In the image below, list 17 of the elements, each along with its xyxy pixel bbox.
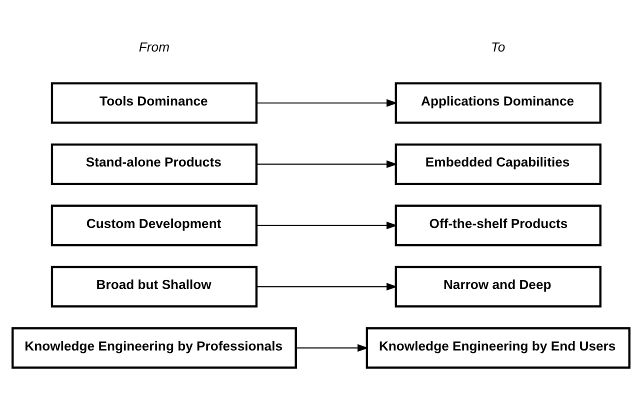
node-box: Narrow and Deep [394,265,602,307]
node-box: Custom Development [50,204,258,246]
arrow [256,221,398,229]
arrow [296,344,368,352]
arrow [256,160,398,168]
node-box: Off-the-shelf Products [394,204,602,246]
node-box: Embedded Capabilities [394,142,602,184]
label: To [491,39,506,54]
node-box: Stand-alone Products [50,142,258,184]
node-box: Tools Dominance [50,82,258,124]
label: From [138,39,170,54]
node-box: Knowledge Engineering by Professionals [12,326,297,368]
arrow [256,282,398,290]
node-box: Broad but Shallow [50,265,258,307]
node-box: Knowledge Engineering by End Users [366,326,630,368]
node-box: Applications Dominance [394,82,602,124]
arrow [256,98,398,106]
